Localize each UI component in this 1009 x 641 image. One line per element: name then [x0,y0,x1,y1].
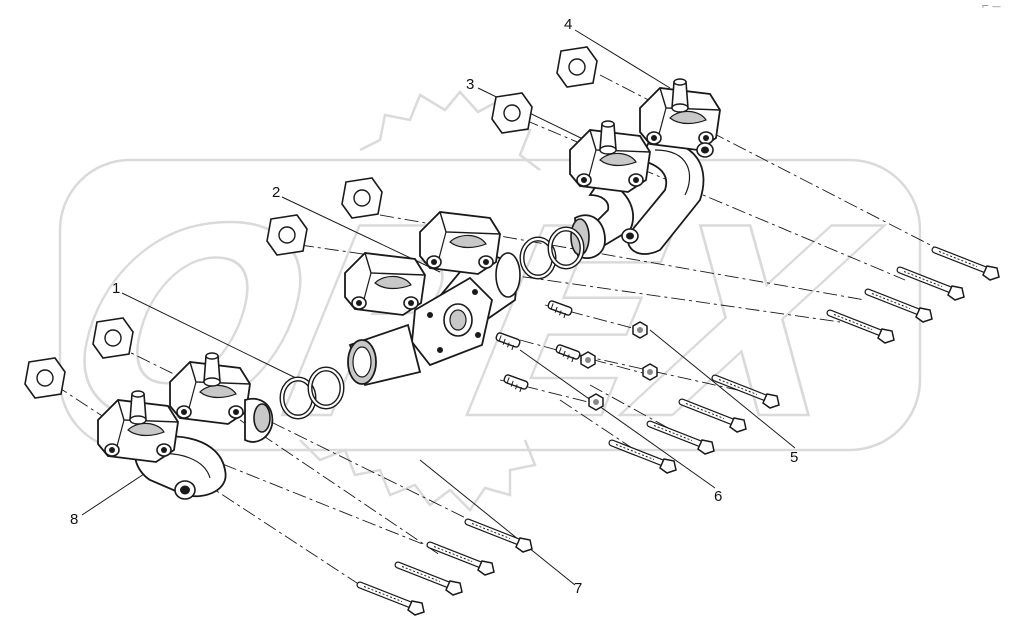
gasket-part-2 [266,214,308,256]
watermark-gear-lower [299,439,537,512]
manifold-part-2 [344,211,521,387]
callout-2: 2 [272,184,281,201]
callout-7: 7 [574,580,583,597]
corner-mark: ⌐ — [981,2,1001,12]
callout-3: 3 [466,76,475,93]
gasket-part-8 [24,357,66,399]
rings-upper [522,214,606,277]
gasket-upper-2 [341,177,383,219]
callout-5: 5 [790,449,799,466]
gasket-part-4 [556,46,598,88]
callout-6: 6 [714,488,723,505]
callout-1: 1 [112,280,121,297]
manifold-part-1 [169,352,274,443]
watermark-frame [58,158,922,452]
manifold-rear [626,78,721,255]
callout-4: 4 [564,16,573,33]
gasket-part-3 [491,92,533,134]
leader-lines [81,29,796,586]
watermark-gear [359,90,541,171]
callout-8: 8 [70,511,79,528]
gasket-part-1 [92,317,134,359]
manifold-part-8 [97,390,227,500]
